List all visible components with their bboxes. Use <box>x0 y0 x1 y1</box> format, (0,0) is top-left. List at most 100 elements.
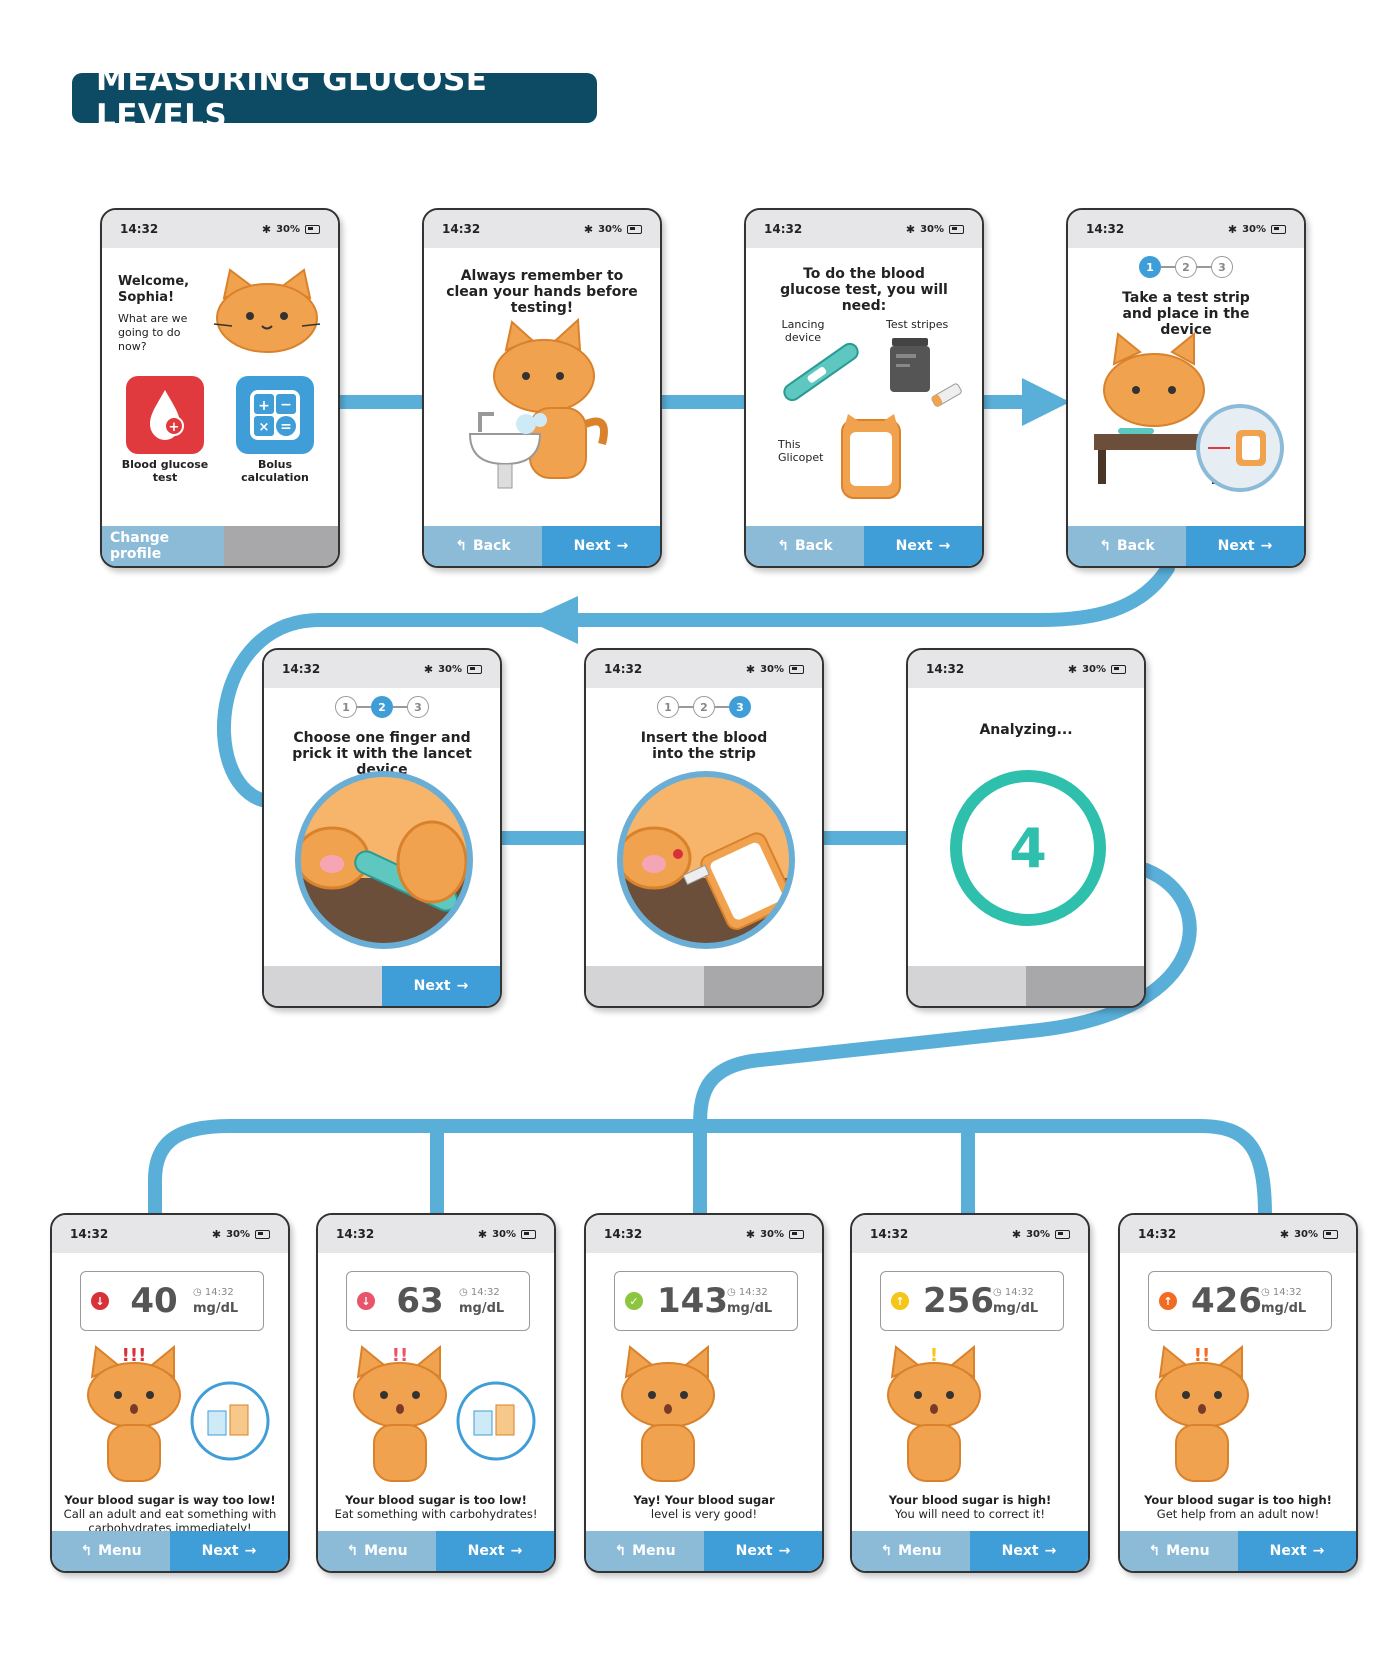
next-button[interactable]: Next→ <box>170 1531 288 1571</box>
menu-label: Menu <box>898 1543 942 1559</box>
bluetooth-icon: ✱ <box>211 1227 222 1241</box>
countdown-ring: 4 <box>950 770 1106 926</box>
glucose-unit: mg/dL <box>459 1301 505 1316</box>
battery-icon <box>789 664 804 674</box>
welcome-question: What are we going to do now? <box>118 312 188 353</box>
screen-supplies: 14:32 ✱30% To do the blood glucose test,… <box>744 208 984 568</box>
step-indicator: 1 2 3 <box>586 696 822 718</box>
next-button[interactable]: Next→ <box>970 1531 1088 1571</box>
cat-reaction-illustration: ! <box>887 1345 981 1482</box>
alert-marks: !!! <box>122 1345 147 1366</box>
next-button[interactable]: Next→ <box>864 526 982 566</box>
step-2: 2 <box>693 696 715 718</box>
blood-drop-icon: + <box>150 390 184 440</box>
clock-icon: ◷ <box>727 1287 736 1298</box>
next-button[interactable]: Next→ <box>1238 1531 1356 1571</box>
battery-level: 30% <box>1082 663 1106 675</box>
reading-time: 14:32 <box>1004 1287 1034 1298</box>
clock: 14:32 <box>604 1227 643 1241</box>
blood-glucose-test-button[interactable]: + <box>126 376 204 454</box>
cat-face-illustration <box>213 268 321 353</box>
back-button[interactable]: ↰Back <box>1068 526 1186 566</box>
trend-indicator-icon: ↓ <box>91 1292 109 1310</box>
clock: 14:32 <box>442 222 481 236</box>
status-bar: 14:32 ✱30% <box>264 650 500 688</box>
glicopet-label: This Glicopet <box>778 438 824 464</box>
status-bar: 14:32 ✱30% <box>102 210 338 248</box>
next-label: Next <box>413 978 451 994</box>
footer-empty-left <box>908 966 1026 1006</box>
reading-time: 14:32 <box>738 1287 768 1298</box>
step-3-heading: Insert the blood into the strip <box>640 730 768 762</box>
back-button[interactable]: ↰Back <box>746 526 864 566</box>
back-button[interactable]: ↰Back <box>424 526 542 566</box>
menu-button[interactable]: ↰Menu <box>52 1531 170 1571</box>
battery-level: 30% <box>760 1228 784 1240</box>
step-3: 3 <box>1211 256 1233 278</box>
result-message-line-1: Your blood sugar is high! <box>888 1493 1052 1507</box>
screen-step-1: 14:32 ✱30% 1 2 3 Take a test strip and p… <box>1066 208 1306 568</box>
next-arrow-icon: → <box>938 538 951 554</box>
lancing-device-label: Lancing device <box>781 318 825 344</box>
clock: 14:32 <box>1138 1227 1177 1241</box>
change-profile-button[interactable]: Change profile <box>102 526 224 566</box>
clock-icon: ◷ <box>459 1287 468 1298</box>
alert-marks: !! <box>1194 1345 1210 1366</box>
svg-text:=: = <box>280 419 292 435</box>
status-bar: 14:32 ✱30% <box>318 1215 554 1253</box>
next-button[interactable]: Next→ <box>1186 526 1304 566</box>
bluetooth-icon: ✱ <box>261 222 272 236</box>
step-1: 1 <box>335 696 357 718</box>
svg-text:+: + <box>169 420 180 435</box>
next-label: Next <box>467 1543 505 1559</box>
back-arrow-icon: ↰ <box>777 538 789 554</box>
battery-level: 30% <box>276 223 300 235</box>
next-button[interactable]: Next→ <box>436 1531 554 1571</box>
trend-indicator-icon: ↑ <box>891 1292 909 1310</box>
bluetooth-icon: ✱ <box>1011 1227 1022 1241</box>
next-arrow-icon: → <box>456 978 469 994</box>
menu-button[interactable]: ↰Menu <box>1120 1531 1238 1571</box>
battery-icon <box>1055 1229 1070 1239</box>
status-bar: 14:32 ✱30% <box>52 1215 288 1253</box>
footer-empty-right <box>704 966 822 1006</box>
bluetooth-icon: ✱ <box>1227 222 1238 236</box>
glucose-unit: mg/dL <box>193 1301 239 1316</box>
clock: 14:32 <box>70 1227 109 1241</box>
result-message: Yay! Your blood sugar level is very good… <box>594 1493 814 1521</box>
battery-level: 30% <box>1294 1228 1318 1240</box>
finger-prick-illustration <box>295 771 473 949</box>
result-message-line-2: You will need to correct it! <box>895 1507 1045 1521</box>
battery-icon <box>1323 1229 1338 1239</box>
reading-time: 14:32 <box>204 1287 234 1298</box>
battery-level: 30% <box>1242 223 1266 235</box>
status-bar: 14:32 ✱30% <box>1120 1215 1356 1253</box>
next-button[interactable]: Next→ <box>704 1531 822 1571</box>
trend-indicator-icon: ✓ <box>625 1292 643 1310</box>
bolus-calculation-button[interactable]: +−×= <box>236 376 314 454</box>
step-3: 3 <box>407 696 429 718</box>
status-bar: 14:32 ✱30% <box>908 650 1144 688</box>
next-button[interactable]: Next → <box>382 966 500 1006</box>
status-bar: 14:32 ✱30% <box>1068 210 1304 248</box>
clock: 14:32 <box>926 662 965 676</box>
step-indicator: 1 2 3 <box>264 696 500 718</box>
menu-button[interactable]: ↰Menu <box>586 1531 704 1571</box>
step-2: 2 <box>371 696 393 718</box>
next-label: Next <box>1217 538 1255 554</box>
next-button[interactable]: Next→ <box>542 526 660 566</box>
reading-time: 14:32 <box>1272 1287 1302 1298</box>
alert-marks: !! <box>392 1345 408 1366</box>
screen-step-3: 14:32 ✱30% 1 2 3 Insert the blood into t… <box>584 648 824 1008</box>
menu-button[interactable]: ↰Menu <box>318 1531 436 1571</box>
battery-icon <box>1271 224 1286 234</box>
footer-empty-right <box>1026 966 1144 1006</box>
back-label: Back <box>1117 538 1155 554</box>
menu-button[interactable]: ↰Menu <box>852 1531 970 1571</box>
next-arrow-icon: → <box>244 1543 257 1559</box>
